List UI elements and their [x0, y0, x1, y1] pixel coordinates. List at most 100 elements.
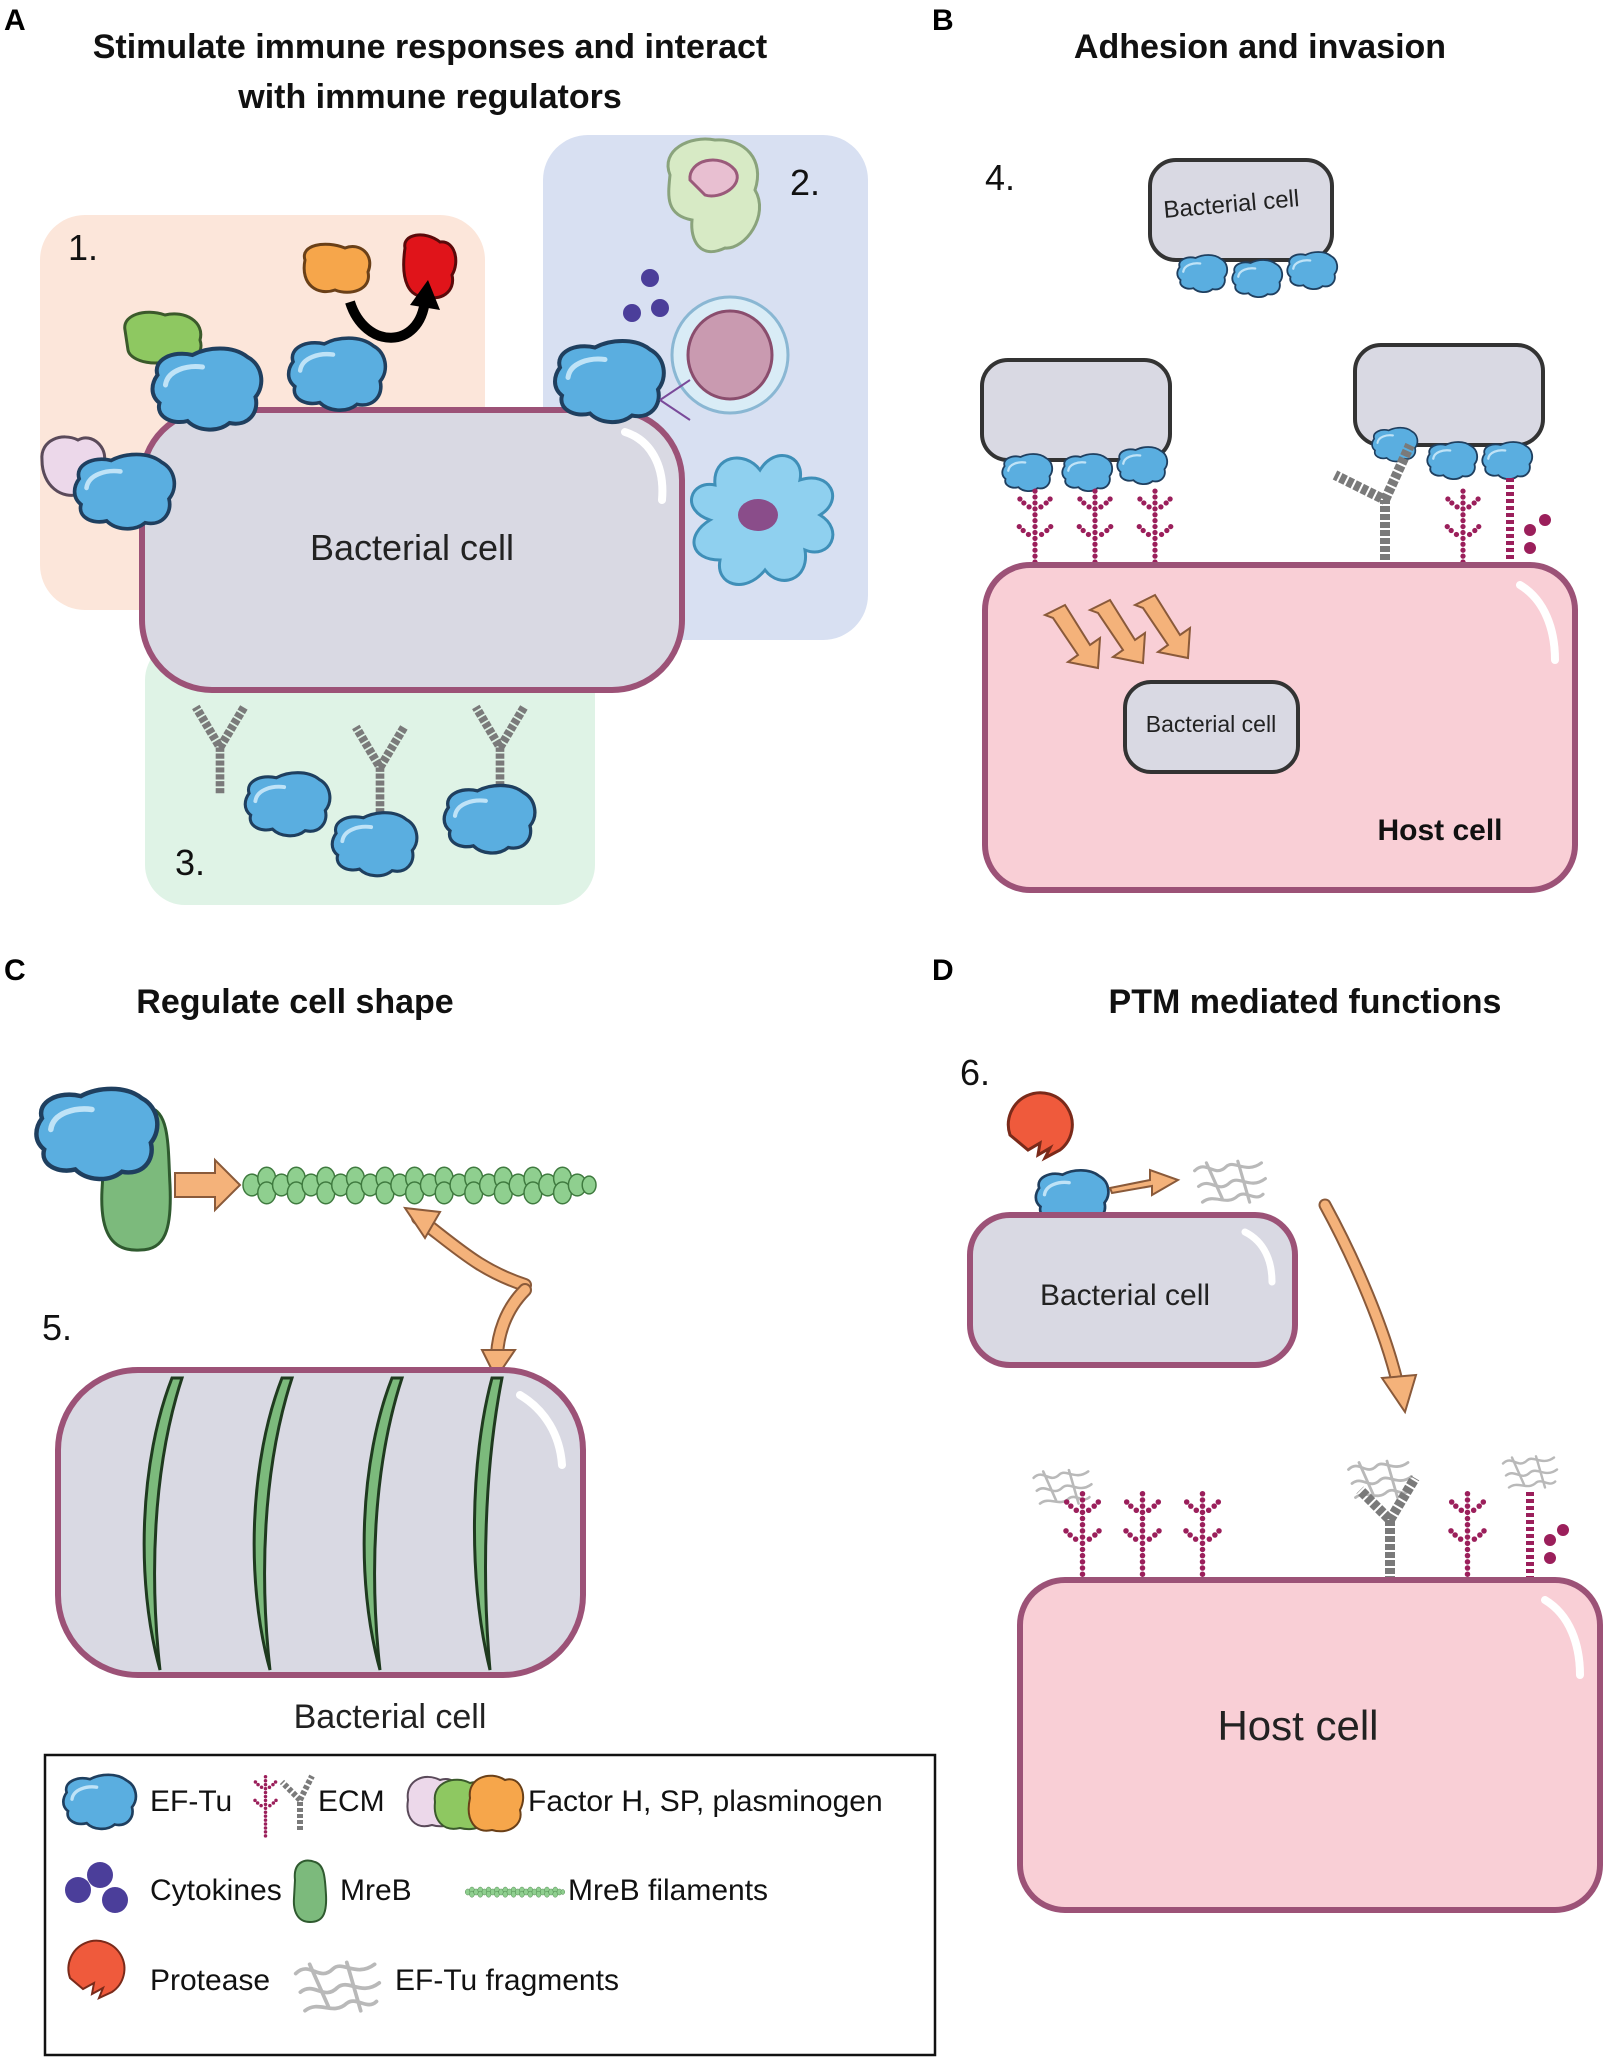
ef-tu-icon [36, 1089, 157, 1179]
bacterial-cell-d [967, 1212, 1298, 1368]
ef-tu-icon [153, 349, 262, 430]
ef-tu-icon [289, 338, 386, 410]
ef-tu-icon [555, 341, 664, 422]
highlight-b [1516, 581, 1559, 664]
ef-tu-icon [75, 454, 175, 528]
panel-a: A Stimulate immune responses and interac… [4, 4, 868, 905]
invasion-arrows [1042, 593, 1192, 670]
host-cell-d [1017, 1577, 1603, 1913]
ecm-icon [1448, 1491, 1487, 1590]
ef-tu-icon [1001, 452, 1054, 493]
panel-c: C Regulate cell shape 5. Bacterial cell [4, 954, 597, 1736]
activated-plasminogen [402, 233, 458, 300]
internalized-bacterial-cell-label: Bacterial cell [1146, 711, 1276, 737]
receptor-link [659, 379, 691, 421]
legend-label-factor-h-sp-plasminogen: Factor H, SP, plasminogen [528, 1785, 883, 1818]
antibody-icon [1356, 1475, 1420, 1590]
highlight-a [621, 428, 667, 504]
mreb-filament [242, 1166, 597, 1205]
ef-tu-icon [245, 773, 330, 836]
protease-icon [67, 1939, 126, 2000]
step-5-label: 5. [42, 1307, 72, 1348]
bacterial-cell-c-label: Bacterial cell [294, 1698, 487, 1736]
bacterial-cell-b-free [1148, 158, 1334, 262]
bacterial-cell-d-label: Bacterial cell [1040, 1279, 1210, 1312]
panel-b: B Adhesion and invasion 4. Bacterial cel… [932, 4, 1578, 893]
legend-label-mreb: MreB [340, 1874, 412, 1907]
legend-label-ef-tu: EF-Tu [150, 1785, 232, 1818]
legend: EF-Tu ECM Factor H, SP, plasminogen Cyto… [43, 1753, 937, 2057]
legend-label-ecm: ECM [318, 1785, 385, 1818]
mreb-filament-band [362, 1376, 405, 1671]
mreb-filament-band [473, 1376, 504, 1671]
panel-a-title-line2: with immune regulators [237, 78, 622, 116]
mreb-filament-band [142, 1376, 185, 1671]
cleavage-arrow [1108, 1168, 1181, 1197]
panel-a-title-line1: Stimulate immune responses and interact [93, 28, 768, 66]
step-3-label: 3. [175, 842, 205, 883]
ef-tu-fragments-icon [1347, 1459, 1413, 1499]
neutrophil [666, 137, 762, 254]
legend-label-protease: Protease [150, 1964, 270, 1997]
legend-label-mreb-filaments: MreB filaments [568, 1874, 768, 1907]
ef-tu-fragments-icon [1501, 1455, 1559, 1489]
ecm-icon [1183, 1491, 1222, 1590]
factor-h-sp-plasminogen-icon [406, 1774, 525, 1833]
panel-d-letter: D [932, 954, 954, 987]
transfer-arrowhead [1380, 1373, 1418, 1415]
highlight-host-d [1541, 1596, 1584, 1679]
polymerization-arrow [174, 1157, 242, 1213]
ef-tu-icon [1176, 253, 1229, 294]
panel-d: D PTM mediated functions 6. Bacterial ce… [932, 954, 1603, 1913]
legend-label-cytokines: Cytokines [150, 1874, 282, 1907]
panel-a-letter: A [4, 4, 26, 37]
ef-tu-icon [1370, 426, 1419, 463]
ef-tu-icon [1426, 440, 1479, 481]
step-4-label: 4. [985, 157, 1015, 198]
localization-arrowhead-down [480, 1349, 517, 1380]
step-6-label: 6. [960, 1052, 990, 1093]
sp-protein [123, 310, 203, 365]
highlight-d [1241, 1228, 1276, 1286]
conversion-arrowhead [410, 280, 440, 310]
ef-tu-icon [1061, 452, 1114, 493]
step-2-label: 2. [790, 162, 820, 203]
antibody-icon [1332, 442, 1415, 560]
highlight-c [516, 1391, 566, 1469]
plasminogen-protein [302, 242, 372, 294]
ecm-icon [1063, 1491, 1102, 1590]
ef-tu-fragments-icon [1193, 1159, 1267, 1204]
ecm-icon [253, 1774, 315, 1838]
ef-tu-icon [61, 1773, 138, 1831]
step-1-label: 1. [68, 227, 98, 268]
ecm-icon [1526, 1492, 1569, 1590]
macrophage [670, 295, 790, 415]
ecm-icon [1123, 1491, 1162, 1590]
legend-label-ef-tu-fragments: EF-Tu fragments [395, 1964, 619, 1997]
ef-tu-icon [1231, 258, 1284, 299]
ef-tu-icon [1481, 440, 1534, 481]
panel-c-letter: C [4, 954, 26, 987]
host-cell-d-label: Host cell [1217, 1702, 1378, 1749]
host-cell-b-label: Host cell [1377, 814, 1502, 847]
conversion-arrow [345, 299, 430, 343]
localization-arrowhead-up [402, 1206, 442, 1240]
ef-tu-icon [1286, 250, 1339, 291]
internalized-bacterial-cell [1123, 680, 1300, 774]
bacterial-cell-a-label: Bacterial cell [310, 527, 514, 568]
ef-tu-icon [332, 813, 417, 876]
panel-c-title: Regulate cell shape [136, 983, 453, 1021]
ef-tu-icon [444, 785, 535, 853]
cytokines-icon [623, 269, 669, 322]
mreb-filament-band [252, 1376, 295, 1671]
bacterial-cell-a [139, 407, 685, 693]
dendritic-cell [690, 454, 835, 586]
panel-b-letter: B [932, 4, 954, 37]
panel-d-title: PTM mediated functions [1109, 983, 1502, 1021]
cytokines-icon [65, 1862, 128, 1913]
protease-icon [1006, 1091, 1074, 1162]
bacterial-cell-b-left [980, 358, 1172, 462]
bacterial-cell-c [55, 1367, 586, 1678]
ef-tu-icon [1116, 445, 1169, 486]
